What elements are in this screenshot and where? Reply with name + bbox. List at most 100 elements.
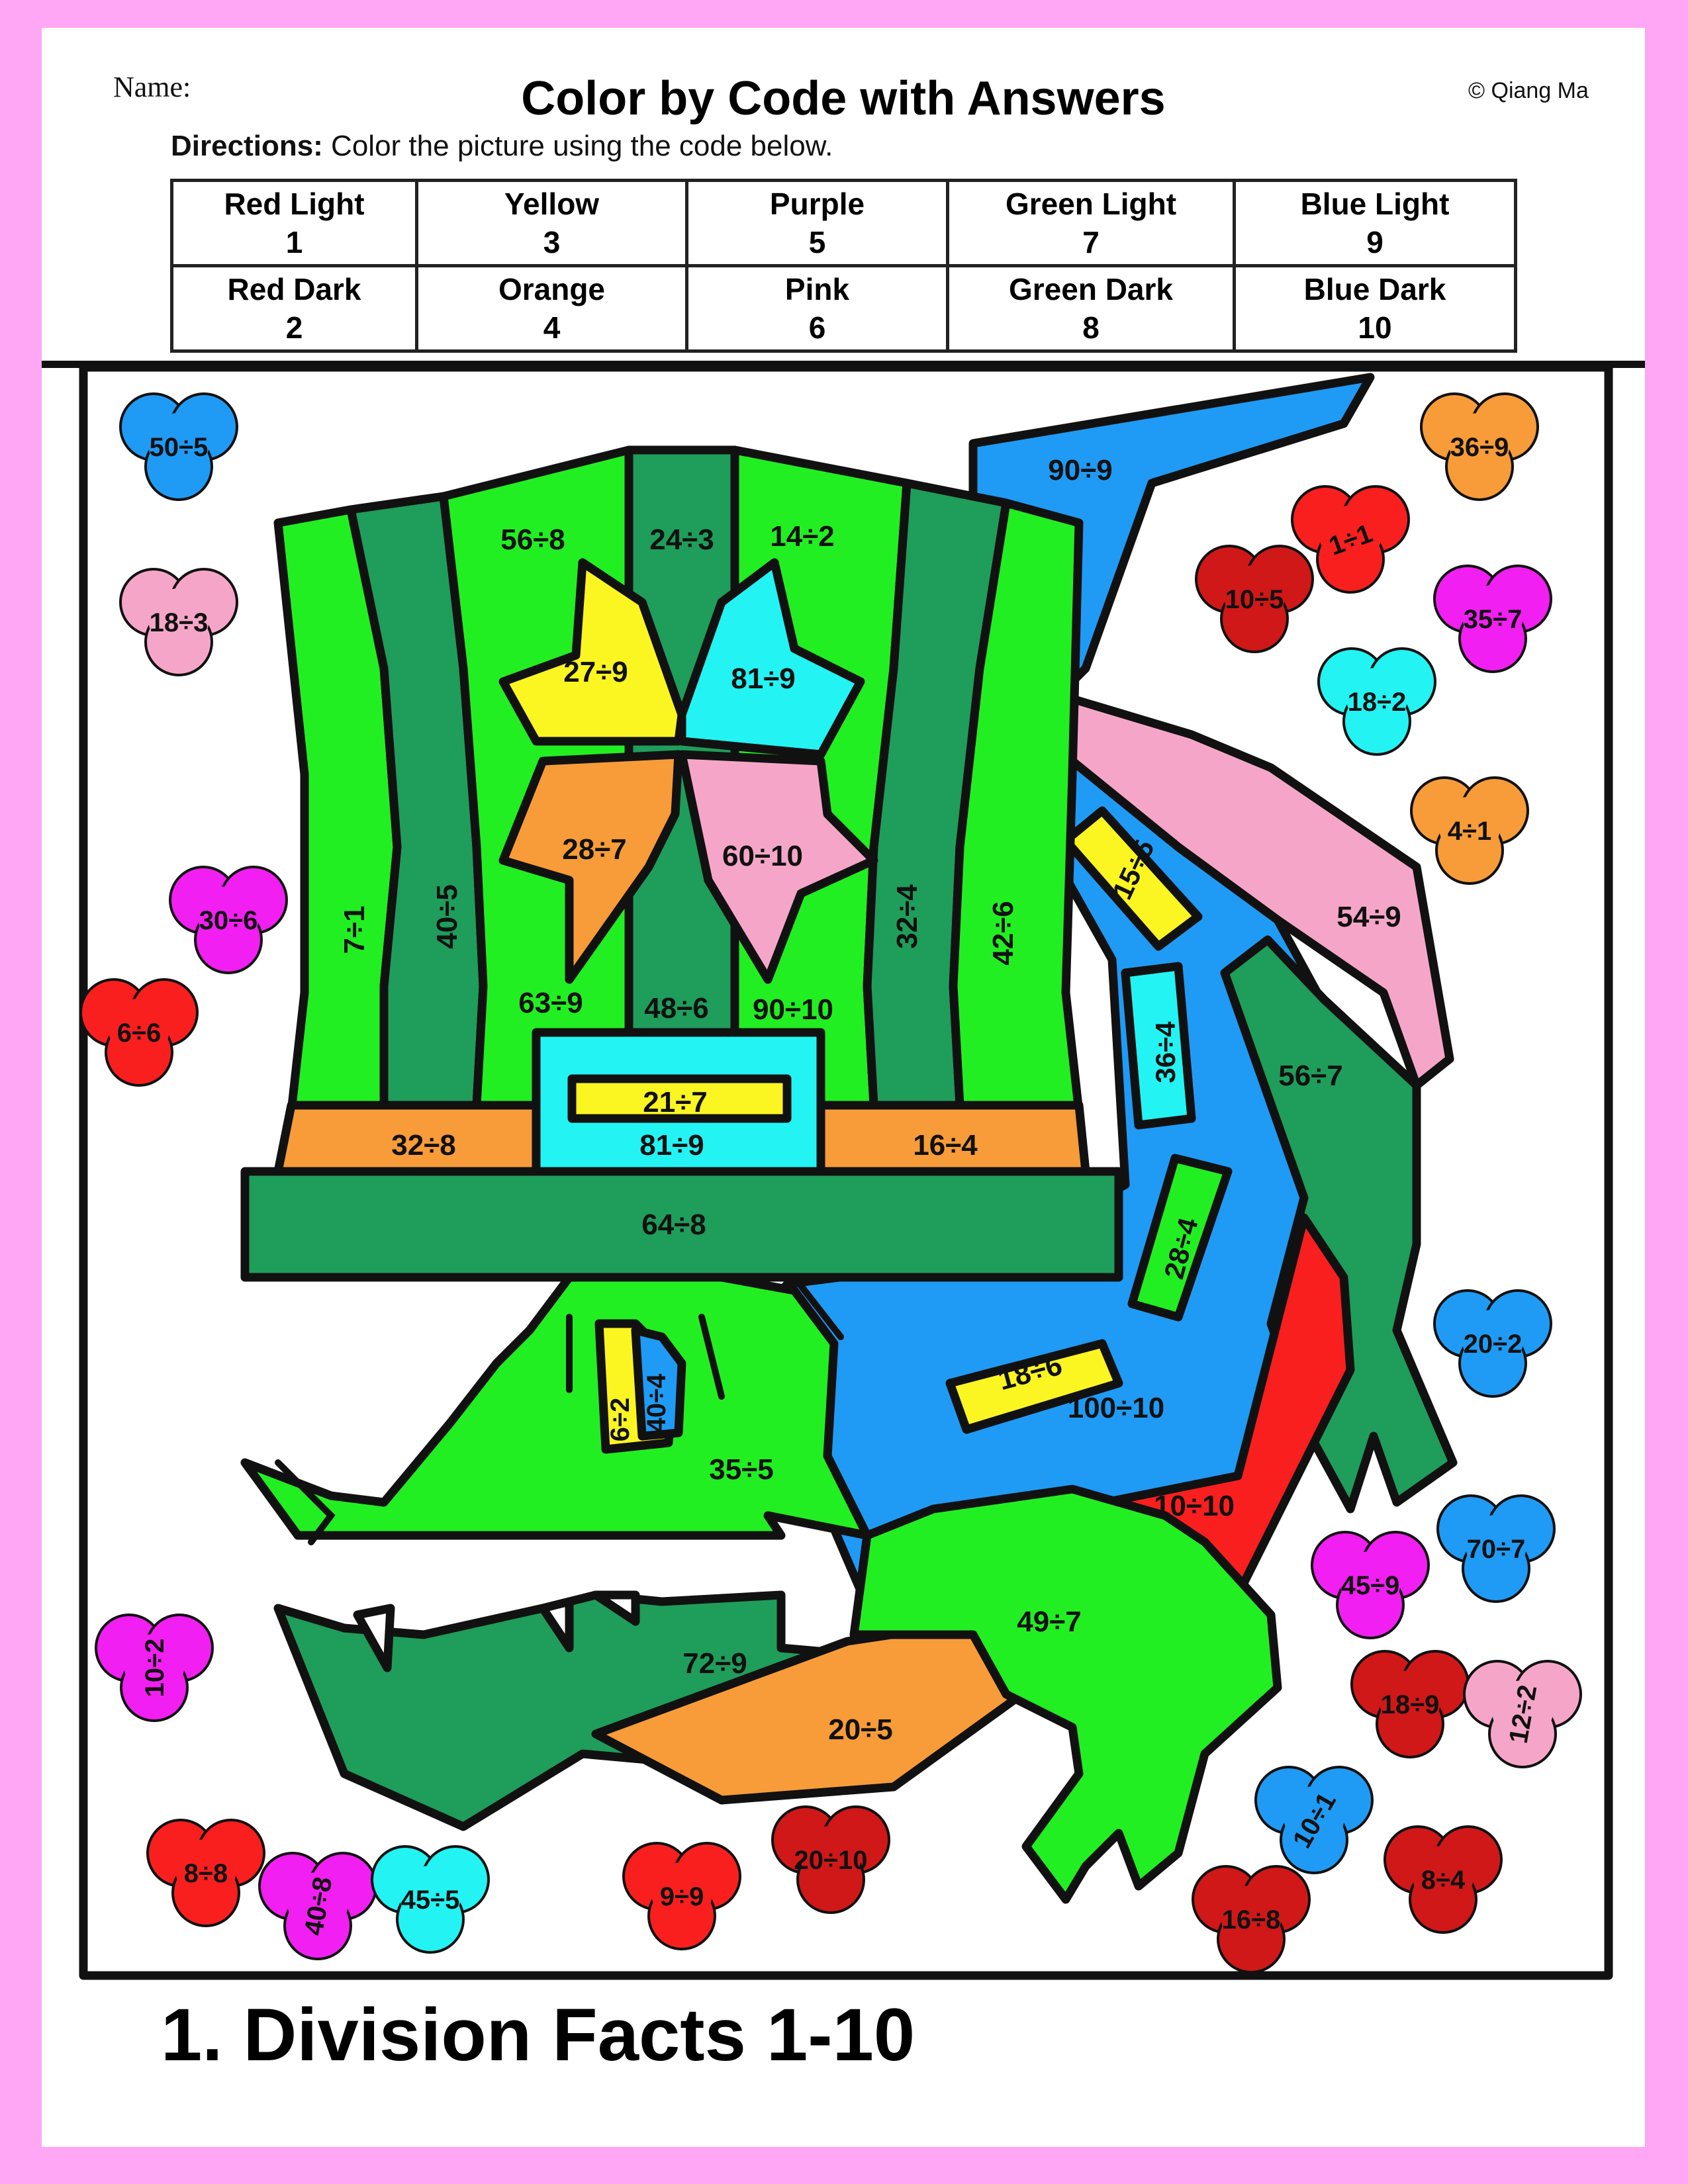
- fang: [538, 1597, 574, 1653]
- shamrock-center: [148, 588, 209, 649]
- back-spike-3: [1127, 1154, 1233, 1322]
- region-label: 60÷10: [722, 840, 803, 872]
- region-label: 14÷2: [770, 520, 835, 553]
- color-name: Purple: [769, 187, 865, 221]
- color-name: Green Light: [1005, 187, 1177, 221]
- region-label: 6÷2: [606, 1398, 635, 1441]
- shamrock-label: 6÷6: [117, 1019, 161, 1048]
- shamrock: 4÷1: [1410, 776, 1529, 885]
- region-label: 54÷9: [1336, 901, 1401, 933]
- shamrock: 6÷6: [79, 978, 199, 1087]
- shamrock-center: [1221, 1886, 1282, 1946]
- shamrock: 40÷8: [258, 1852, 377, 1960]
- color-name: Blue Dark: [1303, 272, 1446, 306]
- belly-patch: [945, 1339, 1123, 1434]
- code-cell: Green Light 7: [946, 179, 1236, 267]
- region-label: 49÷7: [1017, 1606, 1082, 1638]
- directions: Directions: Color the picture using the …: [171, 130, 833, 163]
- color-number: 9: [1366, 225, 1383, 259]
- coloring-picture: 50÷518÷330÷66÷636÷91÷110÷535÷718÷24÷120÷…: [79, 363, 1613, 1980]
- back-spike-1: [1061, 806, 1203, 951]
- region-label: 72÷9: [682, 1647, 747, 1680]
- shamrock-center: [400, 1866, 461, 1927]
- shamrock-center: [1462, 585, 1523, 646]
- petal-bottom-left: [498, 750, 683, 984]
- shamrock-center: [1340, 1551, 1401, 1612]
- shamrock-label: 10÷5: [1225, 585, 1284, 614]
- petal-bottom-right: [677, 750, 878, 984]
- shamrock: 18÷3: [119, 568, 238, 676]
- shamrock-label: 45÷5: [401, 1886, 460, 1915]
- hat-brim: [240, 1167, 1123, 1282]
- shamrock-center: [198, 886, 259, 947]
- shamrock: 45÷9: [1311, 1531, 1430, 1639]
- color-number: 5: [808, 225, 826, 259]
- shamrock: 35÷7: [1433, 565, 1552, 673]
- copyright: © Qiang Ma: [1468, 78, 1589, 103]
- code-cell: Purple 5: [685, 179, 949, 267]
- shamrock-label: 18÷2: [1348, 688, 1407, 717]
- region-label: 35÷5: [709, 1453, 774, 1486]
- shamrock-label: 10÷2: [140, 1639, 169, 1698]
- back-spike-2: [1121, 962, 1196, 1130]
- color-name: Pink: [784, 272, 850, 306]
- shamrock-label: 16÷8: [1222, 1905, 1281, 1934]
- region-label: 24÷3: [649, 523, 714, 556]
- code-cell: Blue Light 9: [1233, 179, 1517, 267]
- region-label: 63÷9: [518, 987, 583, 1019]
- buckle-bar: [567, 1074, 792, 1123]
- shamrock-label: 50÷5: [150, 433, 209, 462]
- shamrock-label: 8÷8: [184, 1859, 228, 1888]
- shamrock: 30÷6: [169, 866, 288, 974]
- shamrock-center: [287, 1872, 348, 1933]
- shamrock-center: [1492, 1680, 1553, 1741]
- color-number: 2: [285, 310, 303, 345]
- shamrock: 50÷5: [119, 392, 238, 501]
- shamrock-label: 20÷10: [794, 1846, 868, 1875]
- region-label: 20÷5: [828, 1713, 893, 1746]
- color-number: 4: [543, 310, 561, 345]
- eye-blue: [631, 1326, 686, 1441]
- clover-layer: 50÷518÷330÷66÷636÷91÷110÷535÷718÷24÷120÷…: [79, 392, 1582, 1974]
- shamrock-label: 9÷9: [660, 1882, 704, 1911]
- region-label: 7÷1: [338, 905, 371, 954]
- shamrock: 18÷9: [1350, 1650, 1470, 1758]
- color-name: Blue Light: [1300, 187, 1450, 221]
- shamrock: 10÷1: [1254, 1766, 1374, 1874]
- shamrock-label: 35÷7: [1464, 605, 1523, 634]
- region-label: 81÷9: [731, 662, 796, 695]
- region-label: 81÷9: [639, 1129, 704, 1161]
- picture-frame: [79, 363, 1613, 1980]
- color-number: 7: [1082, 225, 1100, 259]
- worksheet: Name: Color by Code with Answers © Qiang…: [42, 28, 1645, 2147]
- color-name: Orange: [498, 272, 606, 306]
- region-label: 48÷6: [644, 992, 709, 1024]
- shamrock-center: [1346, 668, 1407, 729]
- shamrock: 8÷4: [1383, 1825, 1503, 1934]
- shamrock-center: [800, 1826, 861, 1887]
- region-label: 32÷8: [391, 1129, 456, 1161]
- shamrock-label: 30÷6: [199, 906, 258, 935]
- page-title: Color by Code with Answers: [521, 72, 1166, 125]
- shamrock-center: [1224, 565, 1285, 626]
- hat-fold-line: [791, 1274, 844, 1340]
- label-layer: 56÷8 24÷3 14÷2 27÷9 81÷9 28÷7 60÷10 63÷9…: [338, 454, 1401, 1746]
- petal-top-right: [677, 558, 865, 759]
- color-name: Green Dark: [1008, 272, 1173, 306]
- color-name: Red Dark: [227, 272, 361, 306]
- color-name: Red Light: [224, 187, 365, 221]
- code-cell: Orange 4: [415, 264, 688, 353]
- shamrock-center: [124, 1634, 185, 1695]
- shamrock-label: 36÷9: [1450, 433, 1509, 462]
- shamrock-center: [1380, 1670, 1440, 1731]
- shamrock-label: 18÷9: [1381, 1690, 1440, 1719]
- directions-label: Directions:: [171, 130, 323, 162]
- region-label: 90÷10: [753, 993, 833, 1026]
- dragon-arm: [849, 1484, 1282, 1904]
- region-label: 56÷8: [500, 523, 565, 556]
